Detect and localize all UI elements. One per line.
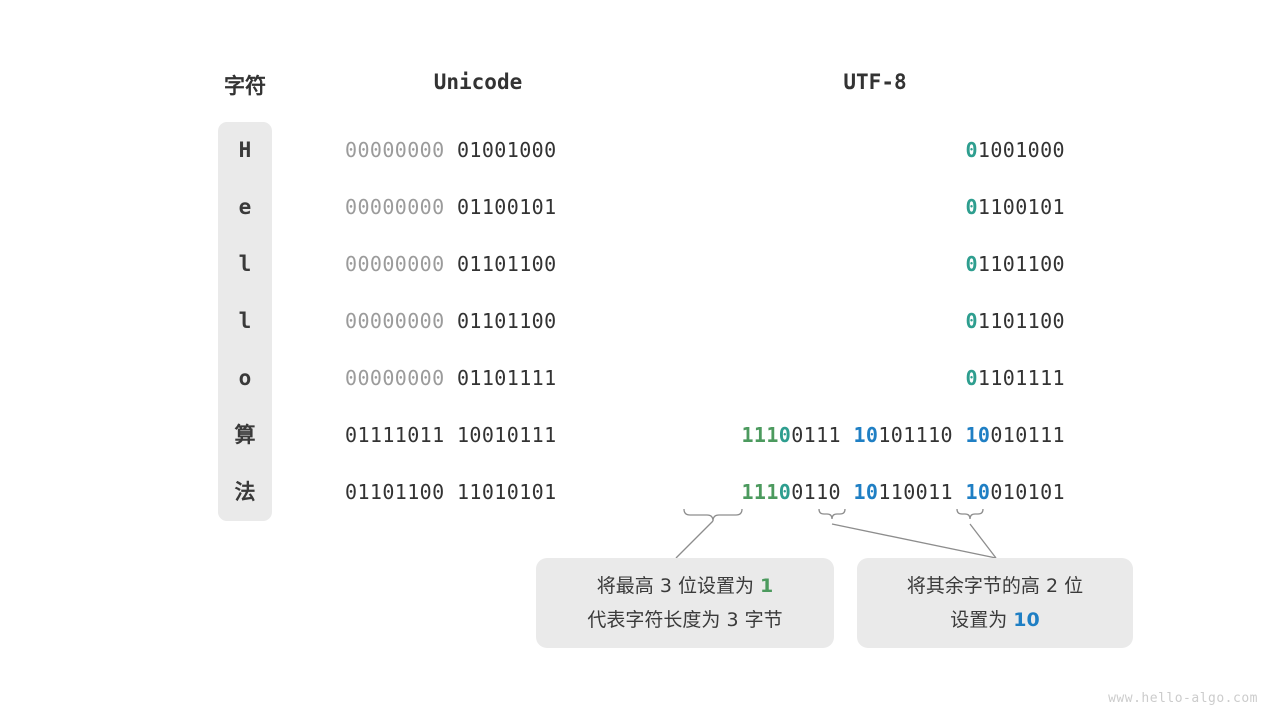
row-character: l <box>238 252 252 276</box>
callout-right-text-a: 设置为 <box>950 609 1014 631</box>
row-unicode-bits: 00000000 01101100 <box>345 236 611 293</box>
row-character: 法 <box>234 480 256 504</box>
utf8-continuation-prefix: 10 <box>965 423 991 447</box>
utf8-continuation-prefix: 10 <box>853 480 879 504</box>
row-utf8-bits: 11100111 10101110 10010111 <box>600 407 1065 464</box>
utf8-continuation-prefix: 10 <box>965 480 991 504</box>
table-row: 法 01101100 11010101 11100110 10110011 10… <box>0 464 1280 521</box>
unicode-data-byte: 01100101 <box>456 195 557 219</box>
row-character: 算 <box>234 423 256 447</box>
leader-line-continuation-3 <box>969 523 997 559</box>
utf8-leading-zero: 0 <box>965 195 978 219</box>
row-character: e <box>238 195 252 219</box>
unicode-byte-space <box>445 366 457 390</box>
utf8-leading-zero: 0 <box>778 423 792 447</box>
table-row: e 00000000 01100101 01100101 <box>0 179 1280 236</box>
utf8-continuation-prefix: 10 <box>853 423 879 447</box>
utf8-byte-space <box>953 423 965 447</box>
callout-left-text-a: 将最高 <box>596 575 660 597</box>
row-utf8-bits: 11100110 10110011 10010101 <box>600 464 1065 521</box>
table-row: l 00000000 01101100 01101100 <box>0 293 1280 350</box>
callout-left-line-1: 将最高 3 位设置为 1 <box>597 569 773 603</box>
utf8-byte3-payload: 010111 <box>990 423 1065 447</box>
callout-left-number: 3 <box>659 575 672 597</box>
utf8-byte1-payload: 0110 <box>791 480 841 504</box>
callout-continuation-prefix: 将其余字节的高 2 位 设置为 10 <box>857 558 1133 648</box>
column-header-character: 字符 <box>224 74 266 98</box>
utf8-leading-zero: 0 <box>778 480 792 504</box>
row-character: o <box>238 366 252 390</box>
utf8-byte-space <box>841 480 853 504</box>
table-row: 算 01111011 10010111 11100111 10101110 10… <box>0 407 1280 464</box>
row-unicode-bits: 00000000 01101111 <box>345 350 611 407</box>
unicode-data-byte: 11010101 <box>456 480 557 504</box>
utf8-byte3-payload: 010101 <box>990 480 1065 504</box>
unicode-data-byte: 01001000 <box>456 138 557 162</box>
row-utf8-bits: 01101111 <box>600 350 1065 407</box>
utf8-leading-zero: 0 <box>965 309 978 333</box>
unicode-data-byte: 10010111 <box>456 423 557 447</box>
unicode-padding-byte: 00000000 <box>345 366 445 390</box>
utf8-length-prefix: 111 <box>741 480 779 504</box>
row-unicode-bits: 00000000 01001000 <box>345 122 611 179</box>
unicode-byte-space <box>445 252 457 276</box>
unicode-data-byte: 01101111 <box>456 366 557 390</box>
unicode-byte-space <box>445 309 457 333</box>
utf8-payload-bits: 1101111 <box>977 366 1065 390</box>
utf8-byte-space <box>953 480 965 504</box>
unicode-high-byte: 01111011 <box>345 423 445 447</box>
character-column-panel <box>218 122 272 521</box>
unicode-high-byte: 01101100 <box>345 480 445 504</box>
table-row: H 00000000 01001000 01001000 <box>0 122 1280 179</box>
unicode-padding-byte: 00000000 <box>345 309 445 333</box>
utf8-leading-zero: 0 <box>965 366 978 390</box>
callout-left-line-2: 代表字符长度为 3 字节 <box>587 609 783 631</box>
row-unicode-bits: 01101100 11010101 <box>345 464 611 521</box>
unicode-padding-byte: 00000000 <box>345 252 445 276</box>
column-header-utf8: UTF-8 <box>843 70 907 94</box>
utf8-payload-bits: 1001000 <box>977 138 1065 162</box>
utf8-byte-space <box>841 423 853 447</box>
row-utf8-bits: 01101100 <box>600 236 1065 293</box>
unicode-padding-byte: 00000000 <box>345 195 445 219</box>
unicode-padding-byte: 00000000 <box>345 138 445 162</box>
utf8-byte2-payload: 101110 <box>878 423 953 447</box>
callout-right-line-2: 设置为 10 <box>950 603 1040 637</box>
row-utf8-bits: 01101100 <box>600 293 1065 350</box>
row-unicode-bits: 01111011 10010111 <box>345 407 611 464</box>
leader-line-length-prefix <box>675 520 714 559</box>
callout-length-prefix: 将最高 3 位设置为 1 代表字符长度为 3 字节 <box>536 558 834 648</box>
table-row: l 00000000 01101100 01101100 <box>0 236 1280 293</box>
unicode-byte-space <box>445 423 457 447</box>
callout-left-text-b: 位设置为 <box>671 575 760 597</box>
utf8-byte2-payload: 110011 <box>878 480 953 504</box>
callout-right-highlight: 10 <box>1013 609 1040 631</box>
unicode-byte-space <box>445 480 457 504</box>
unicode-data-byte: 01101100 <box>456 252 557 276</box>
row-unicode-bits: 00000000 01100101 <box>345 179 611 236</box>
row-unicode-bits: 00000000 01101100 <box>345 293 611 350</box>
utf8-leading-zero: 0 <box>965 252 978 276</box>
row-utf8-bits: 01001000 <box>600 122 1065 179</box>
row-character: l <box>238 309 252 333</box>
watermark: www.hello-algo.com <box>1108 691 1258 706</box>
row-character: H <box>238 138 252 162</box>
utf8-leading-zero: 0 <box>965 138 978 162</box>
unicode-byte-space <box>445 195 457 219</box>
utf8-length-prefix: 111 <box>741 423 779 447</box>
utf8-payload-bits: 1101100 <box>977 252 1065 276</box>
table-row: o 00000000 01101111 01101111 <box>0 350 1280 407</box>
leader-line-continuation-2 <box>831 523 997 559</box>
utf8-payload-bits: 1100101 <box>977 195 1065 219</box>
column-header-unicode: Unicode <box>433 70 523 94</box>
row-utf8-bits: 01100101 <box>600 179 1065 236</box>
unicode-byte-space <box>445 138 457 162</box>
unicode-data-byte: 01101100 <box>456 309 557 333</box>
utf8-payload-bits: 1101100 <box>977 309 1065 333</box>
utf8-byte1-payload: 0111 <box>791 423 841 447</box>
callout-right-line-1: 将其余字节的高 2 位 <box>906 575 1084 597</box>
callout-left-highlight: 1 <box>760 575 774 597</box>
